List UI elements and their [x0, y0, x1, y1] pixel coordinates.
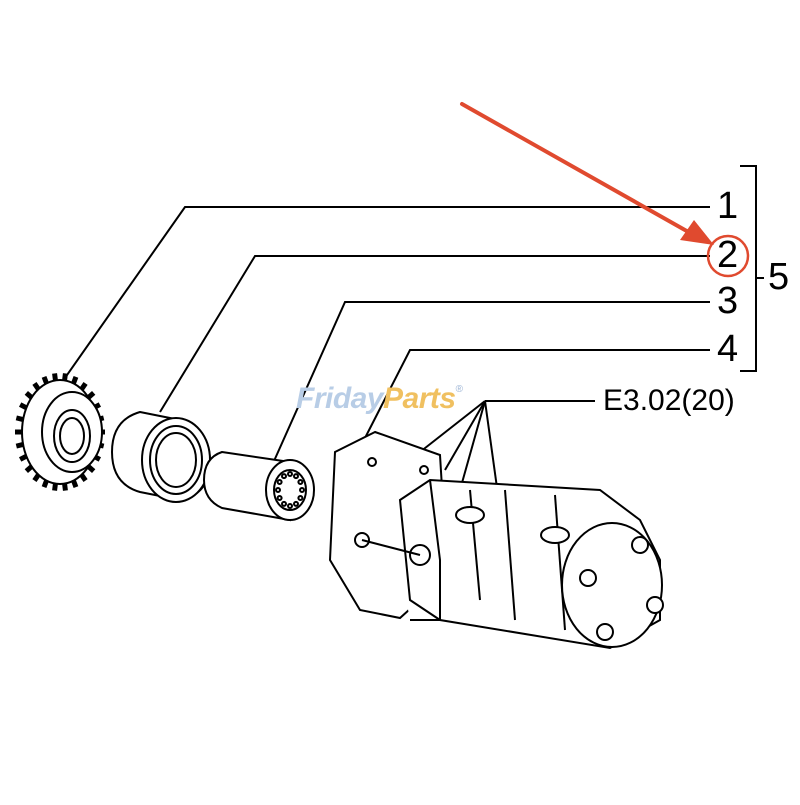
gear-tooth: [24, 391, 34, 400]
gear-tooth: [32, 473, 41, 482]
spline-tooth: [276, 479, 283, 485]
spline-tooth: [281, 500, 287, 507]
gear-tooth: [15, 442, 24, 449]
gear-tooth: [86, 391, 96, 400]
spline-tooth: [276, 495, 283, 501]
watermark: FridayParts®: [296, 384, 463, 414]
gear-tooth: [41, 479, 49, 489]
leader-line-4: [364, 349, 710, 439]
pump-body: [361, 478, 664, 650]
watermark-mark: ®: [455, 384, 463, 395]
gear-tooth: [41, 375, 49, 385]
spline-tooth: [297, 479, 304, 485]
gear-tooth: [62, 373, 68, 381]
spline-tooth: [281, 473, 287, 480]
gear-tooth: [79, 382, 88, 391]
gear-part: [15, 373, 105, 491]
gear-tooth: [18, 453, 28, 462]
reference-label: E3.02(20): [603, 384, 735, 417]
gear-tooth: [24, 464, 34, 473]
highlight-arrow: [460, 102, 714, 245]
watermark-part1: Friday: [296, 382, 384, 415]
spline-tooth: [297, 495, 304, 501]
gear-tooth: [71, 375, 79, 385]
group-bracket: [740, 165, 764, 372]
leader-line-3: [269, 301, 710, 471]
callout-2: 2: [717, 234, 739, 276]
callout-1: 1: [717, 185, 739, 227]
gear-tooth: [52, 373, 58, 381]
gear-tooth: [32, 382, 41, 391]
gear-tooth: [52, 483, 58, 491]
watermark-part2: Parts: [383, 382, 456, 415]
callout-3: 3: [717, 280, 739, 322]
leader-line-1: [59, 206, 710, 386]
gear-tooth: [62, 483, 68, 491]
highlight-circle: [706, 234, 750, 278]
spline-tooth: [293, 500, 299, 507]
gear-tooth: [71, 479, 79, 489]
leader-line-2: [159, 255, 710, 413]
gear-tooth: [18, 402, 28, 411]
spline-tooth: [293, 473, 299, 480]
bearing-part: [110, 410, 212, 503]
callout-4: 4: [717, 328, 739, 370]
spline-tooth: [299, 487, 305, 493]
gear-tooth: [86, 464, 96, 473]
gear-tooth: [15, 415, 24, 422]
spline-tooth: [287, 471, 293, 477]
gear-tooth: [79, 473, 88, 482]
sleeve-part: [202, 450, 315, 522]
leader-lines: [59, 206, 710, 496]
spline-tooth: [275, 487, 281, 493]
callout-5: 5: [768, 256, 790, 298]
spline-tooth: [287, 503, 293, 509]
